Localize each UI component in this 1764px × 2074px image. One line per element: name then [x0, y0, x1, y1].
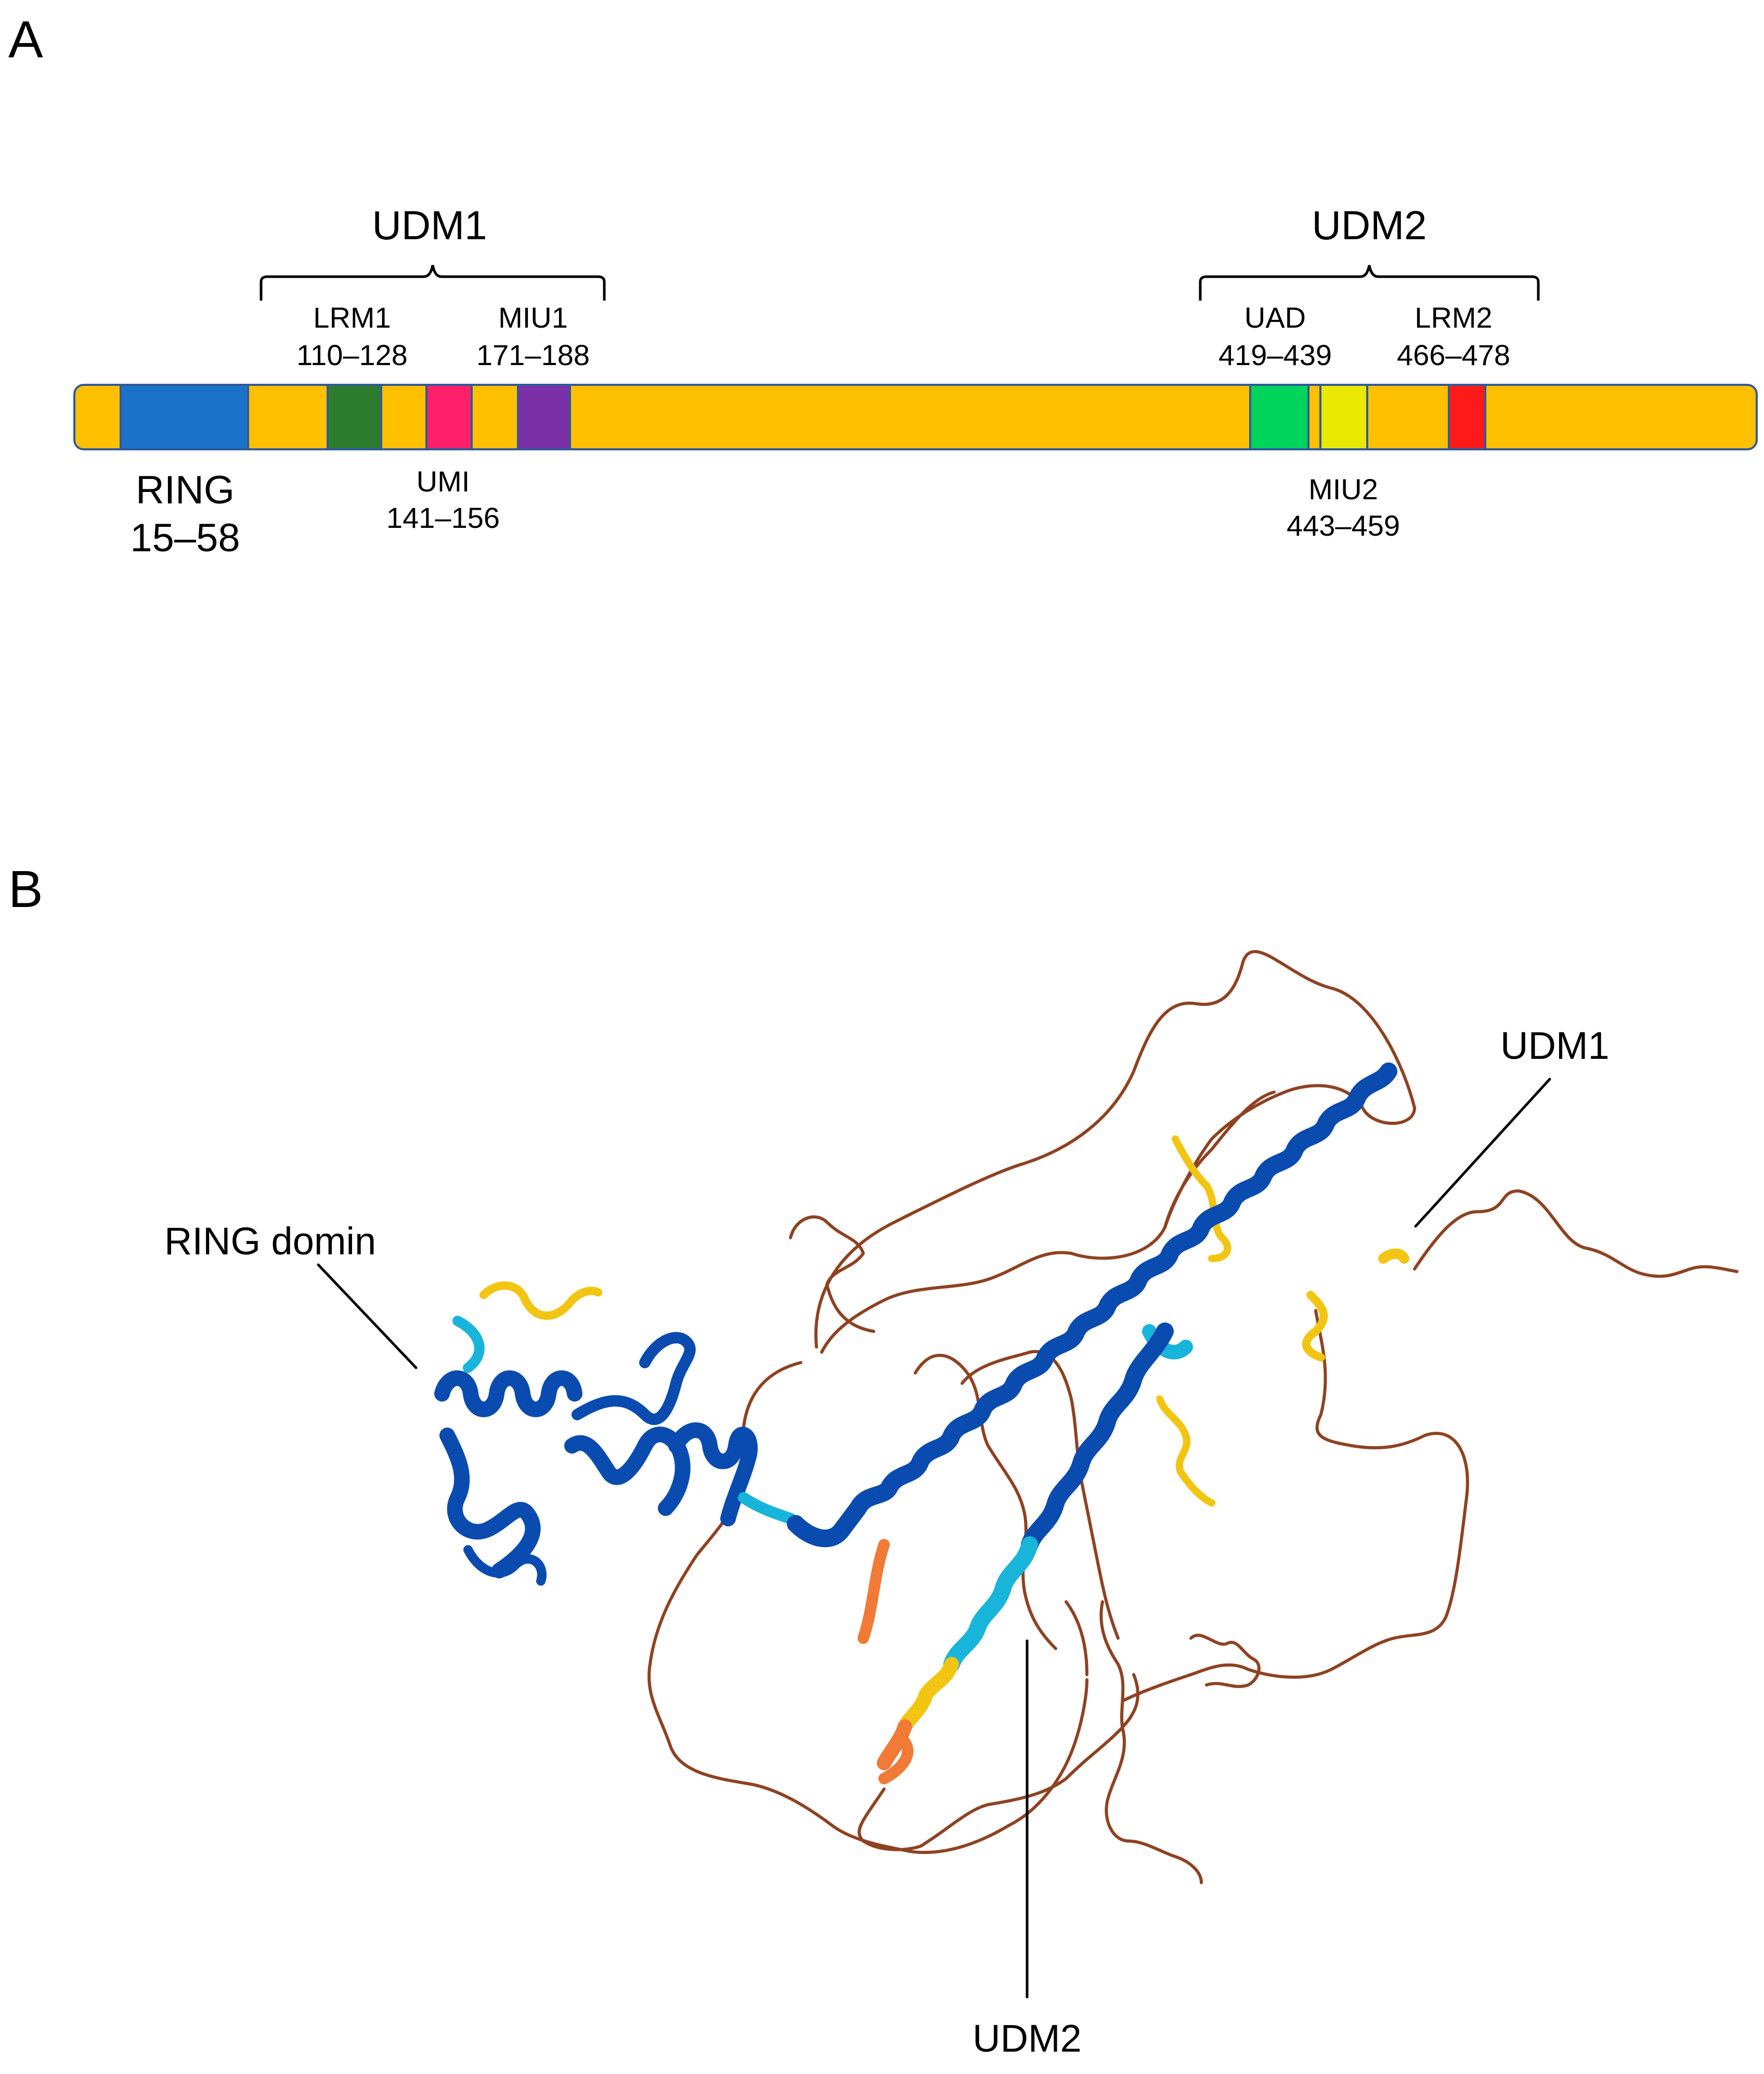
loop-bottom	[858, 1673, 1139, 1851]
loop-lower-right	[1105, 1663, 1203, 1884]
udm2-group-label: UDM2	[1312, 202, 1426, 248]
loop-lower-center	[1065, 1600, 1088, 1676]
miu1-name-label: MIU1	[498, 301, 568, 334]
loop-inner	[961, 1350, 1120, 1640]
ring-helix-coil-b	[439, 1428, 541, 1578]
uad-name-label: UAD	[1244, 301, 1306, 334]
ring-domain-label: RING domin	[164, 1220, 376, 1263]
domain-uad	[1249, 384, 1309, 450]
strand-orange-left	[858, 1539, 890, 1644]
lrm2-name-label: LRM2	[1415, 301, 1492, 334]
udm1-group-label: UDM1	[372, 202, 487, 248]
protein-structure	[317, 950, 1739, 1999]
ring-name-label: RING	[136, 468, 235, 512]
uad-range-label: 419–439	[1218, 339, 1332, 371]
lrm1-range-label: 110–128	[296, 339, 408, 371]
udm2-brace	[1199, 265, 1540, 301]
loop-mid	[820, 1251, 1073, 1354]
udm1-structure-label: UDM1	[1500, 1024, 1610, 1067]
udm1-long-helix	[787, 1062, 1397, 1547]
miu2-range-label: 443–459	[1287, 509, 1400, 542]
ring-helix-coil-d	[668, 1422, 758, 1526]
domain-ring	[120, 384, 249, 450]
udm2-helix	[877, 1323, 1174, 1770]
domain-map: UDM1 UDM2 RING 15–58 LRM1 110–128 UMI 14…	[73, 202, 1758, 560]
loop-right	[1413, 1189, 1739, 1278]
domain-lrm1	[327, 384, 382, 450]
ring-helix-tail	[463, 1545, 547, 1586]
loop-far-bottom	[1099, 1600, 1120, 1666]
udm2-helix-light	[943, 1536, 1038, 1673]
ring-helix-coil-a	[434, 1370, 582, 1417]
ring-beta-sheet	[572, 1332, 696, 1425]
strands	[479, 1135, 1409, 1784]
domain-miu1	[517, 384, 571, 450]
udm1-leader-line	[1414, 1078, 1551, 1228]
loop-top-hairpin	[814, 950, 1416, 1349]
strand-udm1-tip	[1378, 1248, 1409, 1264]
domain-miu2	[1319, 384, 1368, 450]
loop-center	[914, 1354, 1057, 1650]
loop-top-small	[1163, 1091, 1276, 1229]
udm1-brace	[260, 265, 606, 301]
loop-right-lower	[1122, 1309, 1469, 1702]
ring-leader-line	[317, 1263, 418, 1369]
udm2-helix-orange	[877, 1719, 912, 1770]
ring-helix-light-joint	[738, 1492, 796, 1524]
umi-name-label: UMI	[417, 465, 470, 498]
ring-range-label: 15–58	[130, 516, 240, 560]
lrm1-name-label: LRM1	[313, 301, 391, 334]
loop-upper-left	[789, 1215, 875, 1333]
miu2-name-label: MIU2	[1308, 473, 1378, 505]
strand-ring-top	[479, 1281, 602, 1320]
udm2-helix-upper	[1021, 1323, 1174, 1553]
umi-range-label: 141–156	[386, 501, 500, 534]
domain-umi	[425, 384, 473, 450]
strand-orange-bottom	[878, 1736, 914, 1784]
ring-domain-cluster	[434, 1316, 796, 1586]
udm2-structure-label: UDM2	[972, 2017, 1082, 2060]
lrm2-range-label: 466–478	[1397, 339, 1510, 371]
disordered-loops	[647, 950, 1739, 1884]
udm2-helix-yellow	[898, 1657, 959, 1734]
domain-lrm2	[1448, 384, 1486, 450]
panel-a-label: A	[8, 10, 43, 69]
ring-helix-light-top	[452, 1316, 485, 1373]
miu1-range-label: 171–188	[476, 339, 590, 371]
ring-helix-coil-c	[564, 1427, 691, 1516]
panel-b-label: B	[8, 860, 43, 918]
strand-mid-right	[1156, 1395, 1215, 1507]
loop-lower-knot	[1189, 1634, 1261, 1688]
helix-main-body	[787, 1062, 1397, 1547]
strand-right-a	[1302, 1291, 1328, 1362]
